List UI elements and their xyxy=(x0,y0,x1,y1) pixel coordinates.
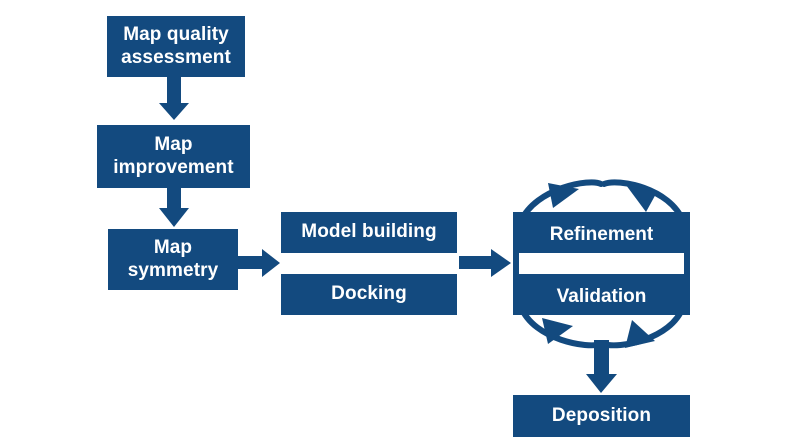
cycle-block-gap xyxy=(519,253,684,274)
node-model-building[interactable]: Model building xyxy=(281,212,457,253)
node-map-quality-assessment[interactable]: Map quality assessment xyxy=(107,16,245,77)
node-label: Deposition xyxy=(551,404,652,426)
arrow-symmetry-to-build-dock xyxy=(238,249,280,277)
node-label-line2: symmetry xyxy=(127,259,219,281)
arrow-cycle-to-deposition xyxy=(586,340,617,393)
node-validation[interactable]: Validation xyxy=(556,286,647,307)
node-label-line1: Map quality xyxy=(123,24,229,46)
arrow-improvement-to-symmetry xyxy=(159,188,189,227)
arrow-build-dock-to-cycle xyxy=(459,249,511,277)
node-label-line1: Map xyxy=(153,237,193,259)
node-label: Model building xyxy=(301,221,437,243)
node-refinement-validation-block: Refinement Validation xyxy=(513,212,690,315)
node-deposition[interactable]: Deposition xyxy=(513,395,690,437)
node-map-symmetry[interactable]: Map symmetry xyxy=(108,229,238,290)
node-label-line2: assessment xyxy=(121,46,231,68)
node-label: Docking xyxy=(331,283,407,305)
node-map-improvement[interactable]: Map improvement xyxy=(97,125,250,188)
node-refinement[interactable]: Refinement xyxy=(549,224,654,245)
node-docking[interactable]: Docking xyxy=(281,274,457,315)
arrow-quality-to-improvement xyxy=(159,77,189,120)
node-label-line1: Map xyxy=(154,134,193,156)
node-label-line2: improvement xyxy=(113,156,234,178)
